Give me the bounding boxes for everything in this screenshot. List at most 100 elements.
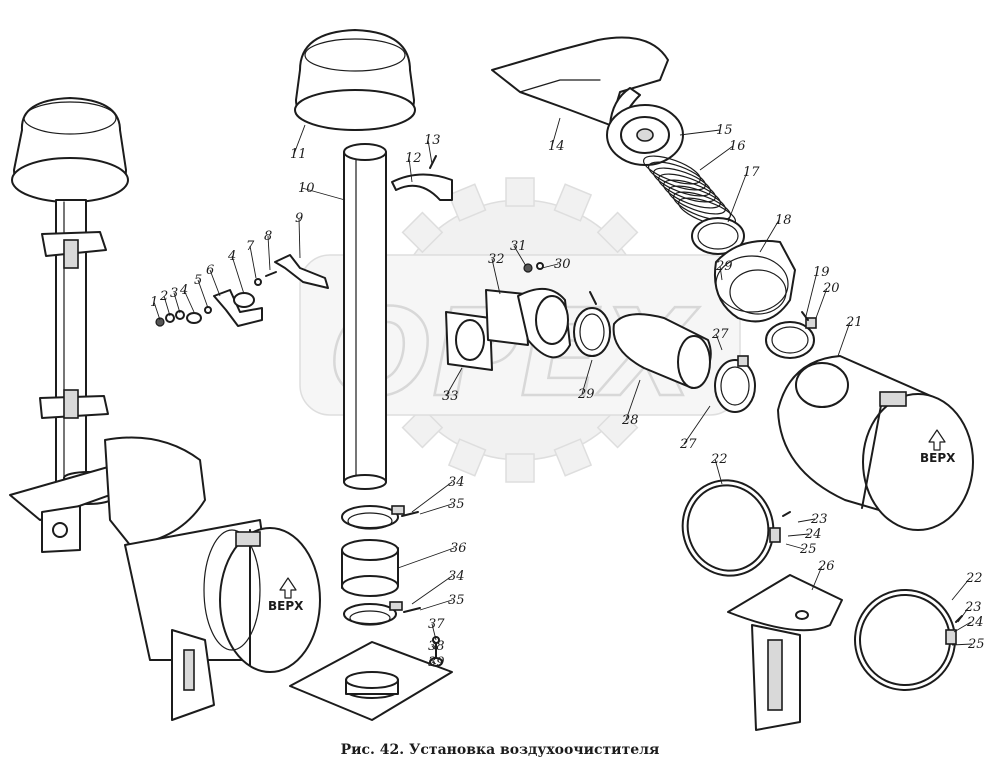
- part-number: 4: [179, 283, 188, 298]
- part-number: 8: [264, 229, 272, 244]
- part-number: 24: [804, 527, 822, 542]
- leader-line: [513, 245, 527, 267]
- part-number: 6: [206, 263, 214, 278]
- part-number: 31: [510, 239, 527, 254]
- part-number: 23: [964, 600, 982, 615]
- part-number: 16: [729, 139, 746, 154]
- part-number: 34: [448, 475, 465, 490]
- part-number: 20: [822, 281, 840, 296]
- leader-line: [163, 295, 171, 317]
- leader-line: [431, 645, 437, 651]
- assembled-air-cleaner: ВЕРХ: [9, 97, 321, 721]
- stamp-right: ВЕРХ: [920, 451, 956, 465]
- leader-line: [183, 289, 195, 313]
- part-number: 17: [743, 165, 760, 180]
- leader-line: [301, 187, 346, 201]
- part-number: 24: [966, 615, 984, 630]
- part-number: 26: [817, 559, 835, 574]
- leader-line: [541, 263, 559, 269]
- part-number: 10: [298, 181, 315, 196]
- leader-line: [797, 518, 816, 523]
- part-number: 32: [488, 252, 505, 267]
- leader-line: [173, 292, 181, 314]
- stamp-left: ВЕРХ: [268, 599, 304, 613]
- duct-parts: [445, 262, 756, 413]
- part-number: 25: [967, 637, 985, 652]
- leader-line: [411, 481, 453, 513]
- part-number: 28: [621, 413, 639, 428]
- part-number: 35: [448, 593, 465, 608]
- center-column-parts: [289, 29, 453, 721]
- part-number: 25: [799, 542, 817, 557]
- leader-line: [427, 139, 433, 165]
- part-number: 14: [548, 139, 565, 154]
- leader-line: [727, 171, 748, 223]
- part-number: 34: [448, 569, 465, 584]
- leader-line: [209, 269, 221, 297]
- part-number: 27: [711, 327, 729, 342]
- leader-line: [419, 503, 453, 515]
- air-filter-housing: ВЕРХ: [777, 355, 974, 531]
- leader-line: [411, 575, 453, 605]
- part-number: 2: [159, 289, 168, 304]
- leader-line: [957, 606, 970, 623]
- leader-line: [298, 217, 301, 259]
- leader-line: [679, 129, 721, 136]
- leader-line: [785, 543, 805, 550]
- part-number: 22: [965, 571, 983, 586]
- leader-line: [811, 565, 823, 591]
- part-number: 39: [428, 655, 445, 670]
- leader-line: [815, 287, 828, 319]
- leader-line: [951, 577, 971, 601]
- part-number: 1: [150, 295, 158, 310]
- leader-line: [397, 547, 455, 569]
- part-number: 19: [813, 265, 830, 280]
- leader-line: [249, 245, 257, 279]
- part-number: 13: [424, 133, 441, 148]
- part-number: 23: [810, 512, 828, 527]
- part-number: 36: [450, 541, 467, 556]
- part-number: 30: [554, 257, 571, 272]
- part-number: 38: [428, 639, 445, 654]
- part-number: 18: [775, 213, 792, 228]
- leader-line: [699, 145, 734, 171]
- part-number: 5: [194, 273, 202, 288]
- leader-line: [445, 367, 463, 397]
- leader-line: [197, 279, 209, 309]
- leader-line: [715, 333, 723, 351]
- part-number: 33: [442, 389, 459, 404]
- leader-line: [408, 157, 413, 183]
- leader-line: [231, 255, 245, 295]
- part-number: 11: [290, 147, 307, 162]
- part-number: 35: [448, 497, 465, 512]
- leader-line: [153, 301, 161, 321]
- leader-line: [719, 265, 723, 281]
- part-number: 29: [577, 387, 595, 402]
- leader-line: [953, 621, 972, 633]
- leader-line: [293, 124, 306, 155]
- mounting-bands-and-bracket: [681, 479, 963, 731]
- part-number: 7: [246, 239, 255, 254]
- leader-line: [431, 661, 437, 665]
- figure-caption: Рис. 42. Установка воздухоочистителя: [340, 742, 660, 758]
- leader-line: [805, 271, 818, 317]
- leader-line: [431, 623, 437, 641]
- intake-hood-parts: [491, 36, 817, 359]
- part-number: 22: [710, 452, 728, 467]
- leader-line: [714, 458, 723, 485]
- leader-line: [683, 405, 711, 445]
- leader-line: [759, 219, 780, 253]
- part-number: 27: [679, 437, 697, 452]
- leader-line: [419, 599, 453, 611]
- hardware-small-parts: [155, 155, 453, 327]
- leader-line: [491, 258, 501, 295]
- part-number: 4: [227, 249, 236, 264]
- part-number: 3: [170, 286, 178, 301]
- part-number: 37: [428, 617, 445, 632]
- leader-line: [787, 533, 810, 537]
- leader-line: [581, 359, 593, 395]
- part-number: 9: [295, 211, 303, 226]
